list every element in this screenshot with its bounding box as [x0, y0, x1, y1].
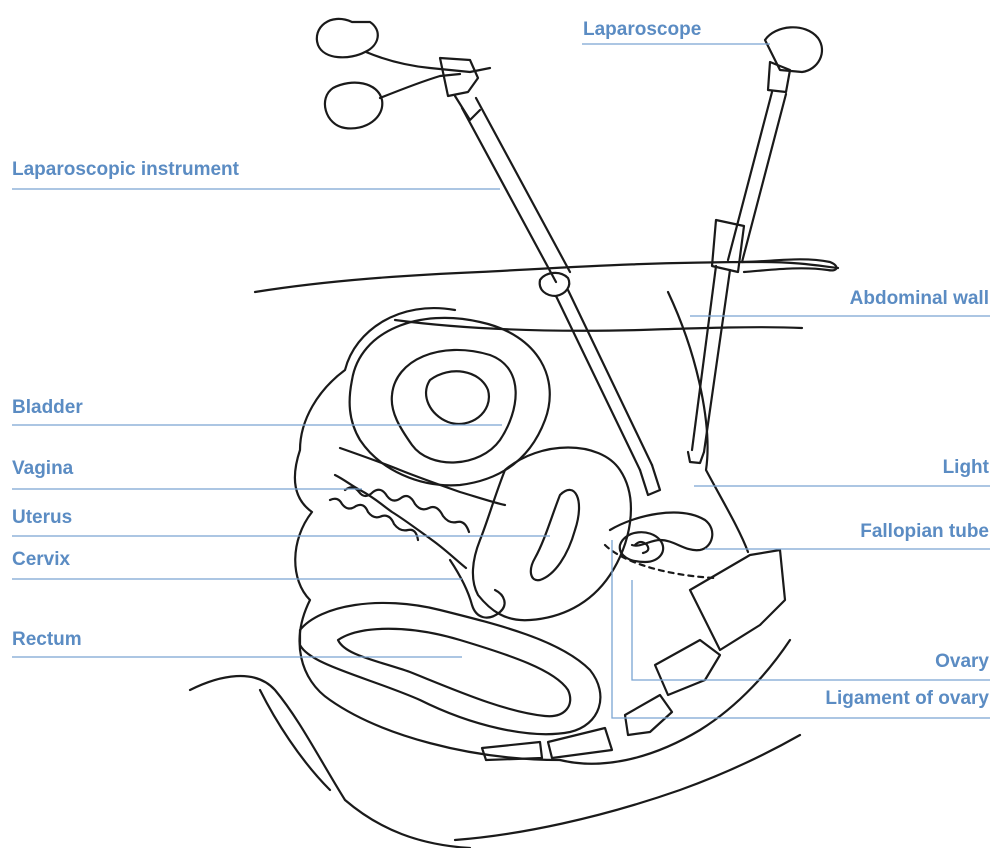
- uterus-outer: [473, 448, 631, 621]
- ovary: [620, 532, 663, 562]
- label-fallopian-tube: Fallopian tube: [860, 521, 989, 543]
- label-cervix: Cervix: [12, 549, 70, 571]
- label-rectum: Rectum: [12, 629, 82, 651]
- laparoscope-drawing: [688, 27, 837, 463]
- label-bladder: Bladder: [12, 397, 83, 419]
- bladder-inner: [392, 350, 516, 463]
- sacrum-segment-4: [548, 728, 612, 758]
- bladder-lumen: [426, 371, 489, 424]
- abdominal-wall-inner-contour: [395, 320, 802, 331]
- label-uterus: Uterus: [12, 507, 72, 529]
- sacrum-segment-3: [625, 695, 672, 735]
- uterus-cavity: [531, 490, 579, 580]
- lower-body-contour-2: [455, 735, 800, 840]
- rectum-inner: [338, 629, 570, 716]
- label-abdominal-wall: Abdominal wall: [850, 288, 989, 310]
- vagina-rugae: [345, 487, 469, 532]
- label-laparoscope: Laparoscope: [583, 19, 701, 41]
- lower-body-contour-1: [190, 676, 470, 848]
- pelvic-outline: [295, 308, 560, 760]
- label-vagina: Vagina: [12, 458, 73, 480]
- line-drawing: [190, 19, 838, 848]
- spine-back-contour: [560, 640, 790, 764]
- label-light: Light: [943, 457, 989, 479]
- sacrum-segment-1: [690, 550, 785, 650]
- cervix: [450, 560, 505, 618]
- sacrum-segment-2: [655, 640, 720, 695]
- label-laparoscopic-instrument: Laparoscopic instrument: [12, 159, 239, 181]
- laparoscopic-instrument: [317, 19, 660, 495]
- lower-body-contour-3: [260, 690, 330, 790]
- label-ovary: Ovary: [935, 651, 989, 673]
- label-ligament-of-ovary: Ligament of ovary: [825, 688, 989, 710]
- rectum-outer: [300, 603, 600, 734]
